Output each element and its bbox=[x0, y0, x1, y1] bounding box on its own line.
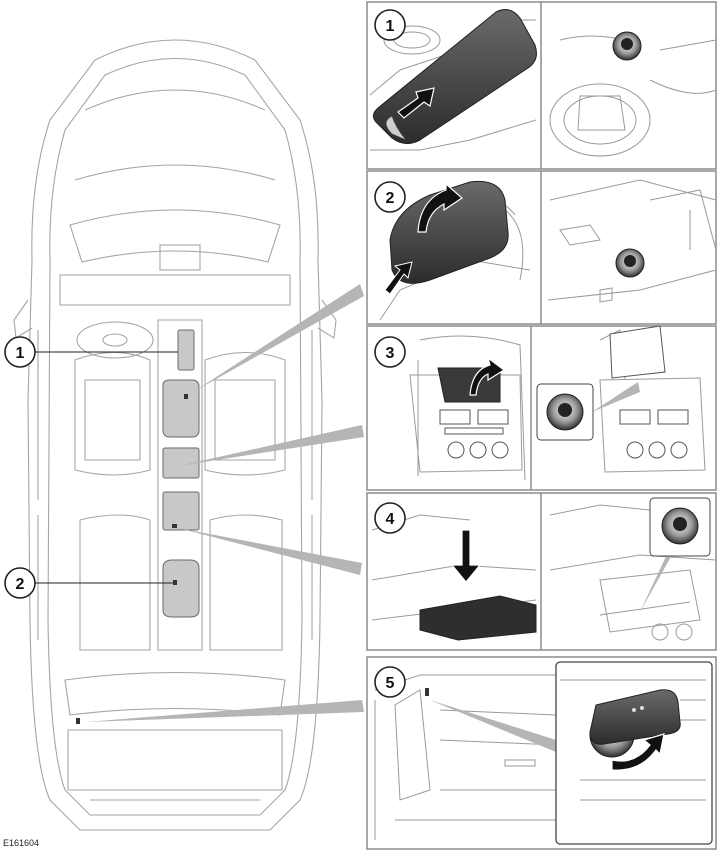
front-seat-left bbox=[74, 352, 151, 476]
callout-1-label: 1 bbox=[16, 345, 25, 362]
boot-area bbox=[67, 729, 283, 791]
steering-wheel bbox=[76, 321, 154, 359]
boot-socket-marker bbox=[425, 688, 429, 696]
panel-3: 3 bbox=[366, 325, 717, 491]
leader-lines bbox=[85, 284, 364, 722]
panel-2: 2 bbox=[366, 170, 717, 325]
figure-code: E161604 bbox=[3, 838, 40, 848]
front-seat-left-cushion bbox=[84, 379, 141, 461]
car-body-outline bbox=[27, 39, 323, 831]
panel-1-number: 1 bbox=[386, 18, 395, 35]
flip-open-arrow-icon bbox=[611, 733, 665, 771]
car-socket-markers bbox=[76, 394, 188, 724]
highlight-socket-2-rear-armrest bbox=[162, 559, 200, 618]
boot-socket-inset bbox=[555, 661, 713, 845]
steering-hub bbox=[102, 333, 128, 347]
front-seat-right-cushion bbox=[214, 379, 276, 461]
callout-2-label: 2 bbox=[16, 576, 25, 593]
rear-seat-right bbox=[209, 514, 283, 651]
front-seat-right bbox=[204, 351, 286, 476]
leader-to-panel-3 bbox=[178, 425, 364, 466]
highlight-socket-4-rear-stowage bbox=[162, 491, 200, 531]
marker-rear-stowage bbox=[172, 524, 177, 528]
boot-socket-cover bbox=[589, 689, 681, 745]
car-callout-2: 2 bbox=[4, 567, 173, 599]
panel-5-number: 5 bbox=[386, 675, 395, 692]
highlight-front-armrest bbox=[162, 379, 200, 438]
car-top-view bbox=[13, 39, 337, 831]
panel-3-number: 3 bbox=[386, 345, 395, 362]
panel-1: 1 bbox=[366, 1, 717, 170]
press-down-arrow-icon bbox=[450, 529, 482, 583]
infotainment-screen bbox=[159, 244, 201, 271]
rear-stowage-lid bbox=[419, 595, 537, 641]
slide-arrow-icon bbox=[397, 87, 435, 119]
press-arrow-icon bbox=[384, 261, 413, 295]
bonnet-line bbox=[84, 89, 266, 111]
panel-2-number: 2 bbox=[386, 190, 395, 207]
open-arrow-icon bbox=[469, 356, 506, 396]
zoom-leader bbox=[592, 382, 640, 412]
highlight-socket-1-cupholder bbox=[177, 329, 195, 371]
panel-4: 4 bbox=[366, 492, 717, 651]
lift-arrow-icon bbox=[417, 182, 463, 233]
marker-front-armrest bbox=[184, 394, 188, 399]
leader-to-panel-4 bbox=[178, 528, 362, 575]
panel-5: 5 bbox=[366, 656, 717, 850]
car-socket-highlights bbox=[162, 329, 200, 618]
bonnet-line-2 bbox=[74, 164, 276, 181]
mirror-left bbox=[13, 299, 33, 339]
leader-to-panel-5 bbox=[85, 700, 364, 722]
car-inner-outline bbox=[47, 58, 303, 816]
leader-to-panel-2 bbox=[193, 284, 364, 392]
centre-console bbox=[157, 319, 203, 651]
rear-compartment-lid bbox=[609, 325, 666, 379]
marker-rear-armrest bbox=[173, 580, 177, 585]
highlight-socket-3-rear-console bbox=[162, 447, 200, 479]
rear-window bbox=[64, 671, 286, 716]
marker-boot bbox=[76, 718, 80, 724]
car-callout-1: 1 bbox=[4, 336, 178, 368]
windscreen bbox=[69, 209, 281, 263]
dashboard bbox=[59, 274, 291, 306]
panel-4-number: 4 bbox=[386, 511, 395, 528]
zoom-leader bbox=[430, 700, 556, 752]
armrest-lid bbox=[389, 180, 509, 284]
rear-seat-left bbox=[79, 514, 151, 651]
